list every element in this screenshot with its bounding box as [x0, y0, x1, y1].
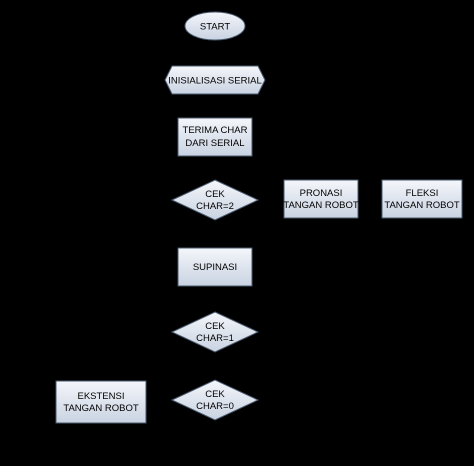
check-char-2-label-line2: CHAR=2	[196, 201, 234, 212]
flexion-process	[381, 179, 463, 219]
flexion-label-line1: FLEKSI	[406, 188, 439, 199]
node-init-serial: INISIALISASI SERIAL	[164, 65, 266, 95]
flexion-label-line2: TANGAN ROBOT	[384, 200, 459, 211]
extension-label-line1: EKSTENSI	[78, 391, 125, 402]
check-char-1-decision	[170, 311, 260, 353]
pronation-label-line2: TANGAN ROBOT	[283, 200, 358, 211]
pronation-label-line1: PRONASI	[300, 188, 343, 199]
node-supination: SUPINASI	[177, 247, 253, 287]
pronation-process	[283, 179, 359, 219]
supination-label: SUPINASI	[193, 262, 237, 273]
node-flexion: FLEKSI TANGAN ROBOT	[381, 179, 463, 219]
node-check-char-2: CEK CHAR=2	[170, 179, 260, 221]
node-check-char-0: CEK CHAR=0	[170, 379, 260, 421]
check-char-0-label-line2: CHAR=0	[196, 401, 234, 412]
check-char-2-decision	[170, 179, 260, 221]
check-char-1-label-line1: CEK	[205, 321, 225, 332]
start-label: START	[200, 22, 230, 33]
start-terminator	[184, 11, 246, 41]
node-check-char-1: CEK CHAR=1	[170, 311, 260, 353]
node-extension: EKSTENSI TANGAN ROBOT	[55, 380, 147, 424]
node-receive-char: TERIMA CHAR DARI SERIAL	[177, 117, 253, 157]
receive-char-label-line2: DARI SERIAL	[185, 138, 244, 149]
node-pronation: PRONASI TANGAN ROBOT	[283, 179, 359, 219]
check-char-2-label-line1: CEK	[205, 189, 225, 200]
receive-char-label-line1: TERIMA CHAR	[183, 125, 248, 136]
supination-process	[177, 247, 253, 287]
init-serial-label: INISIALISASI SERIAL	[168, 76, 261, 87]
init-serial-preparation	[164, 65, 266, 95]
extension-process	[55, 380, 147, 424]
check-char-0-decision	[170, 379, 260, 421]
check-char-0-label-line1: CEK	[205, 389, 225, 400]
extension-label-line2: TANGAN ROBOT	[63, 403, 138, 414]
check-char-1-label-line2: CHAR=1	[196, 333, 234, 344]
node-start: START	[184, 11, 246, 41]
receive-char-process	[177, 117, 253, 157]
